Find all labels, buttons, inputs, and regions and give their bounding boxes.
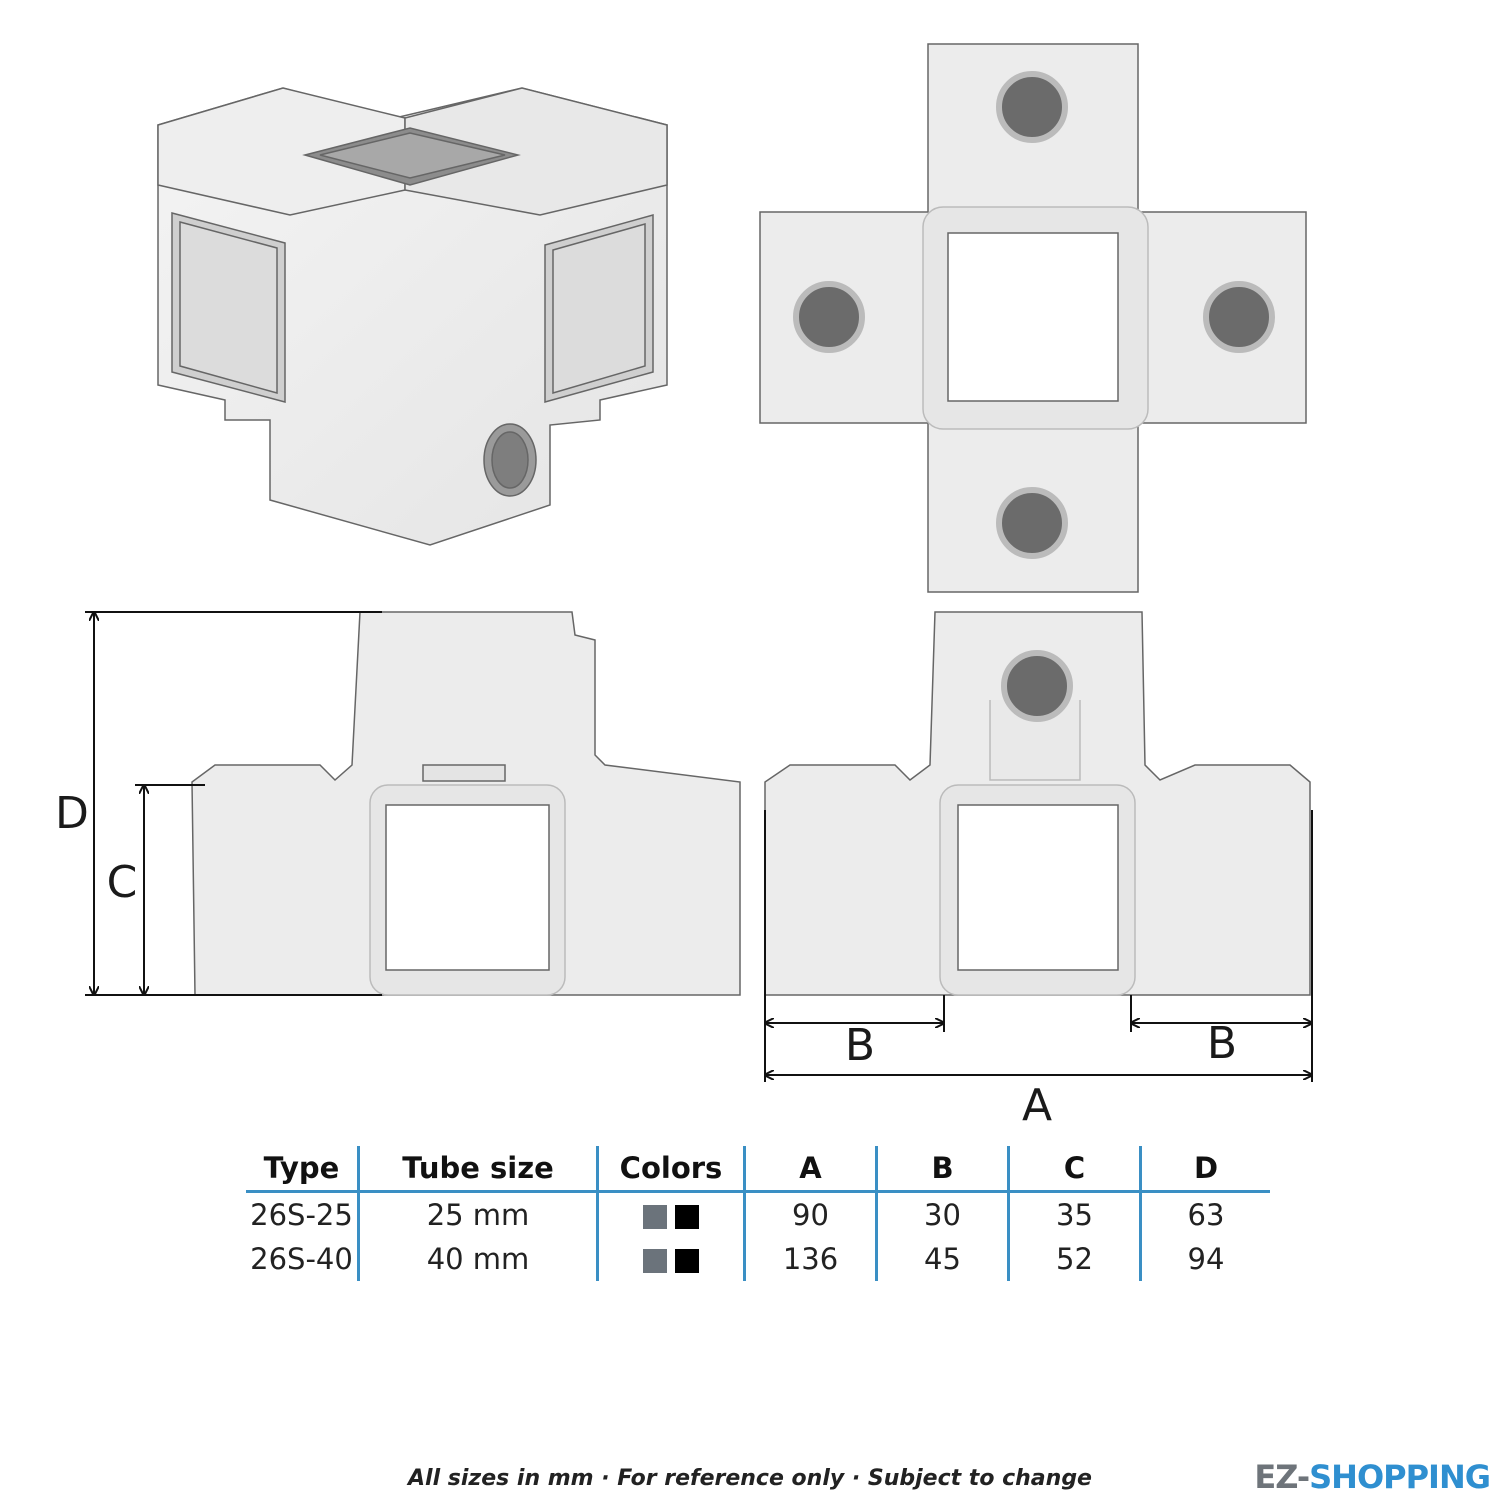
cell-tube-size: 40 mm xyxy=(357,1237,598,1281)
header-colors: Colors xyxy=(596,1146,745,1193)
cell-colors xyxy=(596,1237,745,1281)
cell-a: 90 xyxy=(743,1191,877,1237)
cell-type: 26S-25 xyxy=(250,1198,353,1232)
cell-colors xyxy=(596,1191,745,1237)
technical-drawing: D C B B A xyxy=(55,43,1313,1131)
cell-b: 30 xyxy=(875,1191,1009,1237)
header-tube-size: Tube size xyxy=(357,1146,598,1193)
color-swatch-black xyxy=(675,1249,699,1273)
cell-a: 136 xyxy=(743,1237,877,1281)
isometric-view xyxy=(157,87,668,546)
dimension-d xyxy=(85,611,382,996)
header-a: A xyxy=(743,1146,877,1193)
label-b-right: B xyxy=(1207,1018,1237,1069)
dimension-b-right xyxy=(1130,995,1312,1032)
front-view xyxy=(764,611,1311,996)
dimension-a xyxy=(764,810,1313,1082)
color-swatch-grey xyxy=(643,1205,667,1229)
cell-c: 35 xyxy=(1007,1191,1141,1237)
footer-note: All sizes in mm · For reference only · S… xyxy=(408,1466,1092,1491)
label-c: C xyxy=(107,857,138,908)
label-b-left: B xyxy=(845,1020,875,1071)
cell-d: 94 xyxy=(1139,1237,1270,1281)
table-row: 26S-40 40 mm 136 45 52 94 xyxy=(246,1237,1270,1281)
color-swatch-grey xyxy=(643,1249,667,1273)
label-a: A xyxy=(1022,1080,1052,1131)
header-d: D xyxy=(1139,1146,1270,1193)
table-header-row: Type Tube size Colors A B C D xyxy=(246,1146,1270,1193)
dimension-c xyxy=(135,784,205,995)
brand-part-2: SHOPPING xyxy=(1309,1458,1491,1496)
header-type: Type xyxy=(246,1146,359,1193)
header-b: B xyxy=(875,1146,1009,1193)
cell-c: 52 xyxy=(1007,1237,1141,1281)
table-row: 26S-25 25 mm 90 30 35 63 xyxy=(246,1191,1270,1237)
label-d: D xyxy=(55,788,89,839)
cell-d: 63 xyxy=(1139,1191,1270,1237)
brand-logo: EZ-SHOPPING xyxy=(1254,1458,1491,1496)
side-view xyxy=(191,611,741,996)
cell-type: 26S-40 xyxy=(250,1242,353,1276)
brand-part-1: EZ- xyxy=(1254,1458,1310,1496)
header-c: C xyxy=(1007,1146,1141,1193)
color-swatch-black xyxy=(675,1205,699,1229)
top-view xyxy=(759,43,1307,593)
spec-table: Type Tube size Colors A B C D 26S-25 25 … xyxy=(246,1146,1270,1281)
cell-b: 45 xyxy=(875,1237,1009,1281)
dimension-b-left xyxy=(765,995,945,1032)
cell-tube-size: 25 mm xyxy=(357,1191,598,1237)
